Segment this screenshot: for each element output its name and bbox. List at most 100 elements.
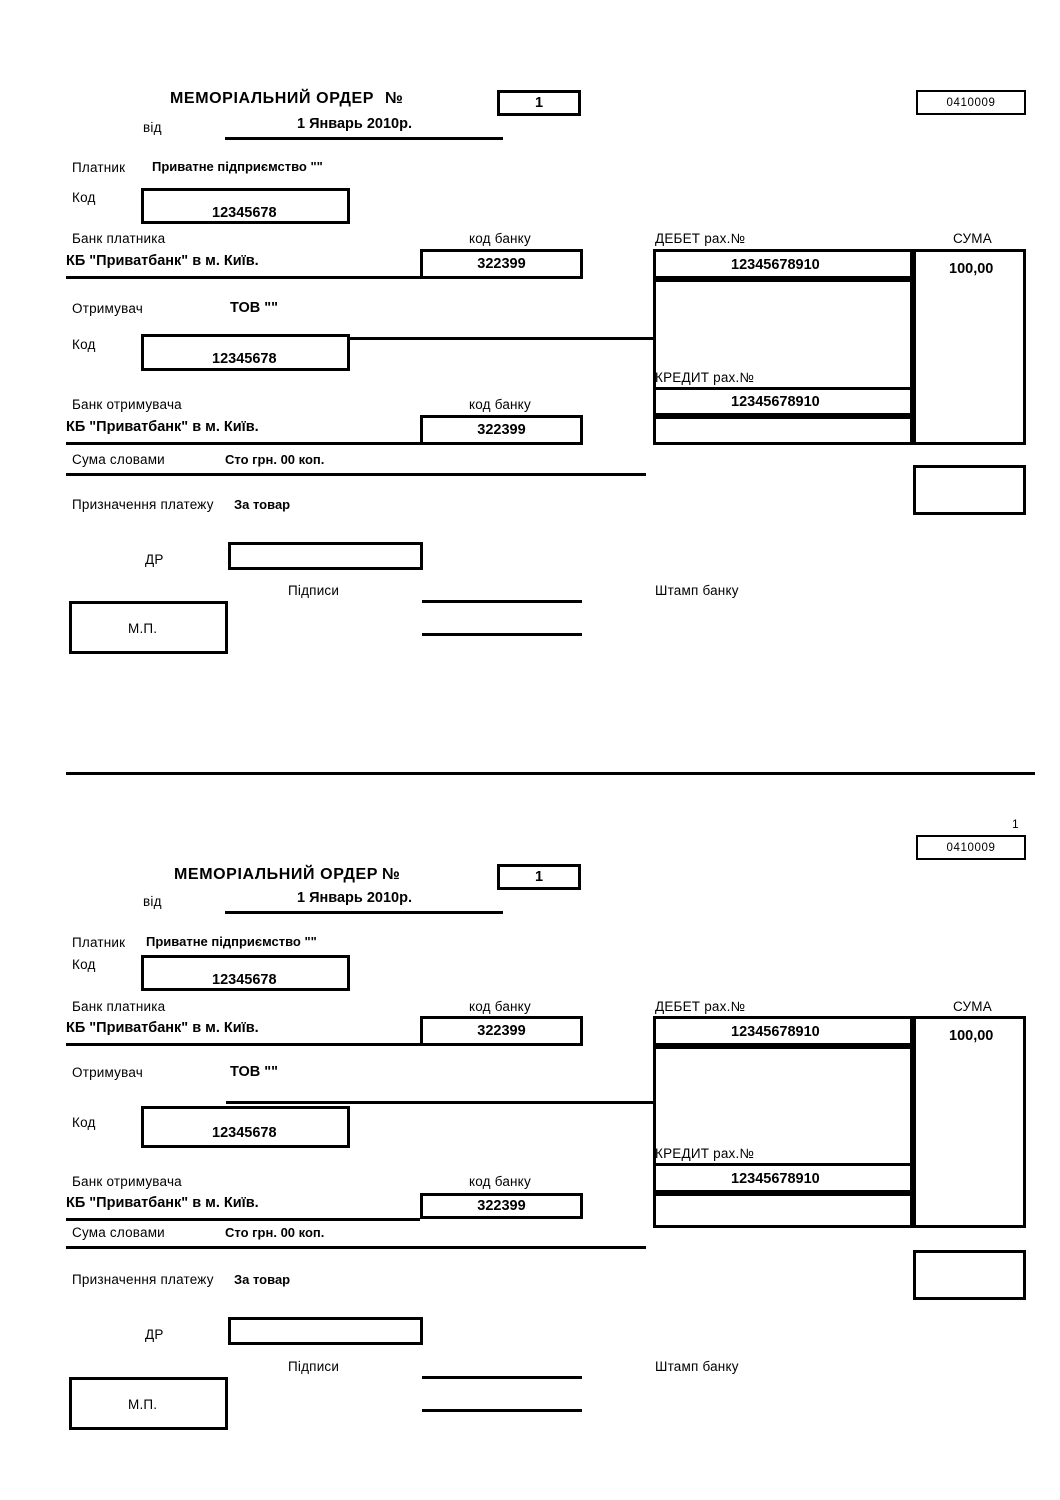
amount-words-value: Сто грн. 00 коп. xyxy=(225,452,325,467)
debit-account-box[interactable]: 12345678910 xyxy=(653,249,913,279)
receiver-code-label: Код xyxy=(72,1115,96,1130)
sum-label: СУМА xyxy=(953,999,992,1014)
sum-value: 100,00 xyxy=(949,261,994,277)
memorial-order-copy-2: 1 0410009 МЕМОРІАЛЬНИЙ ОРДЕР № 1 від 1 Я… xyxy=(0,775,1060,1475)
order-number-value: 1 xyxy=(534,95,544,111)
debit-label: ДЕБЕТ рах.№ xyxy=(655,231,746,246)
signature-line-1[interactable] xyxy=(422,600,582,603)
form-code-value: 0410009 xyxy=(946,96,996,109)
payer-bank-name-line[interactable]: КБ "Приватбанк" в м. Київ. xyxy=(66,253,420,279)
payer-code-value: 12345678 xyxy=(212,205,277,221)
purpose-label: Призначення платежу xyxy=(72,1272,214,1287)
sum-extra-box[interactable] xyxy=(913,1250,1026,1300)
dr-label: ДР xyxy=(145,552,164,567)
debit-label: ДЕБЕТ рах.№ xyxy=(655,999,746,1014)
credit-account-box-lower[interactable] xyxy=(653,1193,913,1228)
debit-account-box-lower[interactable] xyxy=(653,1046,913,1169)
debit-account-value: 12345678910 xyxy=(731,257,820,273)
receiver-code-value: 12345678 xyxy=(212,351,277,367)
sum-box[interactable]: 100,00 xyxy=(913,249,1026,445)
sum-extra-box[interactable] xyxy=(913,465,1026,515)
sum-value: 100,00 xyxy=(949,1028,994,1044)
receiver-name-line[interactable]: ТОВ "" xyxy=(226,300,655,340)
credit-account-box[interactable]: 12345678910 xyxy=(653,387,913,416)
payer-code-label: Код xyxy=(72,957,96,972)
bank-stamp-label: Штамп банку xyxy=(655,1359,739,1374)
form-code-box: 0410009 xyxy=(916,90,1026,115)
receiver-bank-code-value: 322399 xyxy=(477,1198,526,1214)
payer-bank-code-value: 322399 xyxy=(477,1023,526,1039)
signature-line-2[interactable] xyxy=(422,633,582,636)
page-title: МЕМОРІАЛЬНИЙ ОРДЕР xyxy=(170,90,375,107)
debit-account-box[interactable]: 12345678910 xyxy=(653,1016,913,1046)
date-line[interactable]: 1 Январь 2010р. xyxy=(225,116,503,140)
payer-code-box[interactable]: 12345678 xyxy=(141,188,350,224)
receiver-bank-code-box[interactable]: 322399 xyxy=(420,1193,583,1219)
mp-label: М.П. xyxy=(128,621,158,636)
receiver-name: ТОВ "" xyxy=(230,300,279,316)
dr-box[interactable] xyxy=(228,1317,423,1345)
receiver-bank-code-box[interactable]: 322399 xyxy=(420,415,583,445)
signatures-label: Підписи xyxy=(288,1359,340,1374)
mp-box[interactable]: М.П. xyxy=(69,601,228,654)
amount-words-label: Сума словами xyxy=(72,1225,165,1240)
payer-bank-code-value: 322399 xyxy=(477,256,526,272)
receiver-label: Отримувач xyxy=(72,301,143,316)
credit-account-box-lower[interactable] xyxy=(653,416,913,445)
form-code-value: 0410009 xyxy=(946,841,996,854)
credit-account-value: 12345678910 xyxy=(731,394,820,410)
amount-words-line[interactable]: Сто грн. 00 коп. xyxy=(66,1224,646,1249)
payer-bank-label: Банк платника xyxy=(72,999,166,1014)
purpose-value: За товар xyxy=(234,497,291,512)
receiver-bank-code-label: код банку xyxy=(469,1174,531,1189)
payer-bank-code-box[interactable]: 322399 xyxy=(420,1016,583,1046)
dr-box[interactable] xyxy=(228,542,423,570)
payer-code-value: 12345678 xyxy=(212,972,277,988)
mp-box[interactable]: М.П. xyxy=(69,1377,228,1430)
credit-label: КРЕДИТ рах.№ xyxy=(655,1146,755,1161)
payer-bank-code-label: код банку xyxy=(469,231,531,246)
date-label: від xyxy=(143,120,162,135)
receiver-bank-name-line[interactable]: КБ "Приватбанк" в м. Київ. xyxy=(66,419,420,445)
payer-bank-code-label: код банку xyxy=(469,999,531,1014)
receiver-code-box[interactable]: 12345678 xyxy=(141,1106,350,1148)
payer-code-label: Код xyxy=(72,190,96,205)
debit-account-value: 12345678910 xyxy=(731,1024,820,1040)
receiver-code-value: 12345678 xyxy=(212,1125,277,1141)
purpose-value: За товар xyxy=(234,1272,291,1287)
receiver-code-box[interactable]: 12345678 xyxy=(141,334,350,371)
signature-line-1[interactable] xyxy=(422,1376,582,1379)
amount-words-value: Сто грн. 00 коп. xyxy=(225,1225,325,1240)
receiver-bank-name: КБ "Приватбанк" в м. Київ. xyxy=(66,419,259,435)
signature-line-2[interactable] xyxy=(422,1409,582,1412)
number-label: № xyxy=(385,90,404,107)
payer-bank-code-box[interactable]: 322399 xyxy=(420,249,583,279)
sum-label: СУМА xyxy=(953,231,992,246)
order-number-box[interactable]: 1 xyxy=(497,90,581,116)
sum-box[interactable]: 100,00 xyxy=(913,1016,1026,1228)
receiver-bank-name-line[interactable]: КБ "Приватбанк" в м. Київ. xyxy=(66,1195,420,1221)
order-number-value: 1 xyxy=(534,869,544,885)
receiver-name-line[interactable]: ТОВ "" xyxy=(226,1064,655,1104)
dr-label: ДР xyxy=(145,1327,164,1342)
mp-label: М.П. xyxy=(128,1397,158,1412)
payer-name: Приватне підприємство "" xyxy=(146,934,317,949)
debit-account-box-lower[interactable] xyxy=(653,279,913,395)
receiver-code-label: Код xyxy=(72,337,96,352)
order-number-box[interactable]: 1 xyxy=(497,864,581,890)
amount-words-line[interactable]: Сто грн. 00 коп. xyxy=(66,451,646,476)
receiver-label: Отримувач xyxy=(72,1065,143,1080)
credit-account-box[interactable]: 12345678910 xyxy=(653,1163,913,1193)
signatures-label: Підписи xyxy=(288,583,340,598)
payer-bank-name-line[interactable]: КБ "Приватбанк" в м. Київ. xyxy=(66,1020,420,1046)
date-value: 1 Январь 2010р. xyxy=(297,890,413,906)
receiver-bank-label: Банк отримувача xyxy=(72,1174,182,1189)
date-label: від xyxy=(143,894,162,909)
date-line[interactable]: 1 Январь 2010р. xyxy=(225,890,503,914)
payer-code-box[interactable]: 12345678 xyxy=(141,955,350,991)
payer-bank-label: Банк платника xyxy=(72,231,166,246)
payer-name: Приватне підприємство "" xyxy=(152,159,323,174)
receiver-bank-name: КБ "Приватбанк" в м. Київ. xyxy=(66,1195,259,1211)
form-code-box: 0410009 xyxy=(916,835,1026,860)
number-label: № xyxy=(382,866,401,883)
